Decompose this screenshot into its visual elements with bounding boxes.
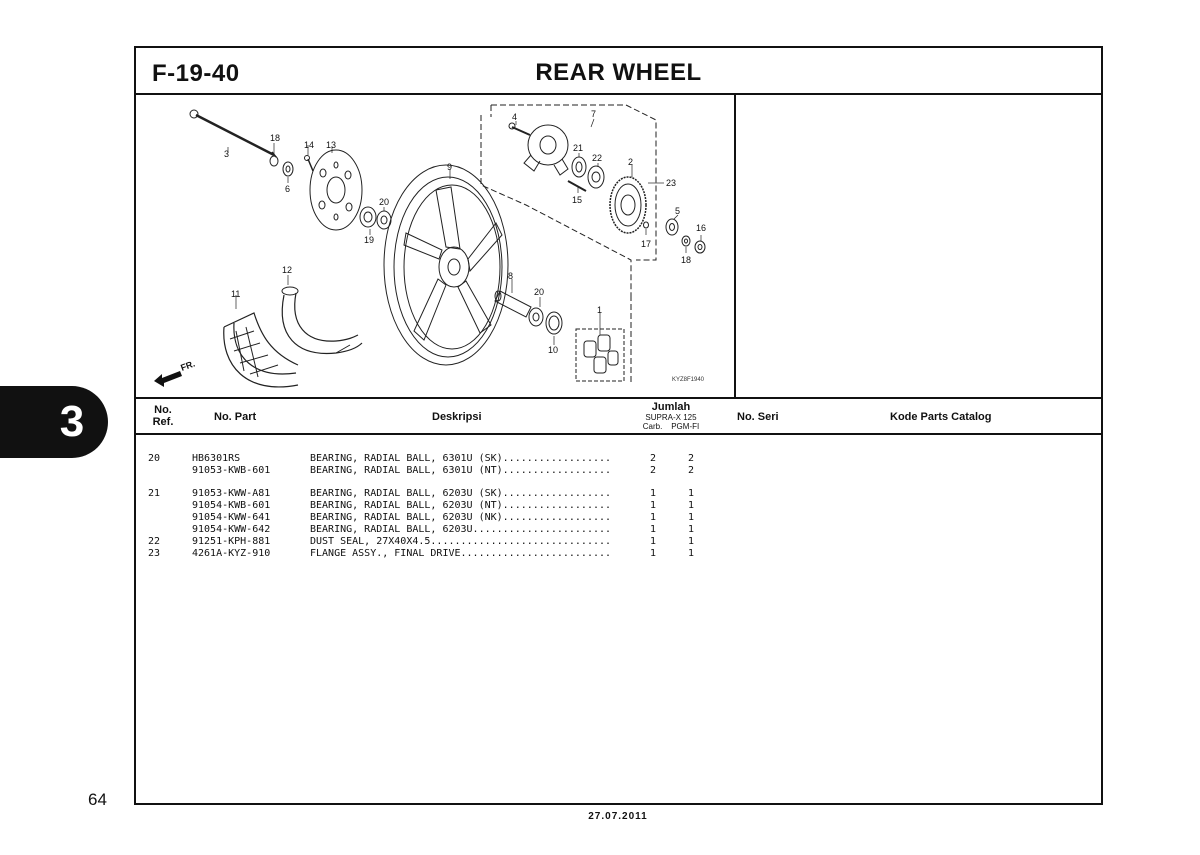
- callout-7: 7: [591, 109, 596, 119]
- front-direction-arrow-icon: FR.: [154, 359, 196, 387]
- parts-table-header: No. Ref. No. Part Deskripsi Jumlah SUPRA…: [136, 397, 1101, 435]
- ref-cell: 20: [148, 453, 161, 464]
- header-model: SUPRA-X 125: [645, 413, 697, 422]
- callout-2: 2: [628, 157, 633, 167]
- callout-15: 15: [572, 195, 582, 205]
- callout-18b: 18: [681, 255, 691, 265]
- qty-carb-cell: 1: [649, 548, 657, 559]
- catalog-page-frame: F-19-40 REAR WHEEL: [134, 46, 1103, 805]
- callout-4: 4: [512, 112, 517, 122]
- description-cell: BEARING, RADIAL BALL, 6203U (NT)........…: [310, 500, 612, 511]
- description-cell: DUST SEAL, 27X40X4.5....................…: [310, 536, 612, 547]
- description-cell: BEARING, RADIAL BALL, 6301U (NT)........…: [310, 465, 612, 476]
- header-jumlah-label: Jumlah: [651, 401, 691, 413]
- header-deskripsi: Deskripsi: [432, 411, 482, 423]
- qty-carb-cell: 1: [649, 536, 657, 547]
- part-number-cell: 91053-KWB-601: [192, 465, 271, 476]
- callout-11: 11: [231, 289, 240, 299]
- publication-date: 27.07.2011: [588, 811, 648, 822]
- header-no-part: No. Part: [214, 411, 257, 423]
- qty-pgmfi-cell: 1: [687, 500, 695, 511]
- callout-3: 3: [224, 149, 229, 159]
- part-number-cell: 91054-KWW-641: [192, 512, 271, 523]
- description-cell: BEARING, RADIAL BALL, 6203U.............…: [310, 524, 612, 535]
- callout-18a: 18: [270, 133, 280, 143]
- qty-pgmfi-cell: 1: [687, 548, 695, 559]
- callout-5: 5: [675, 206, 680, 216]
- header-variants: Carb. PGM-FI: [632, 422, 710, 432]
- callout-14: 14: [304, 140, 314, 150]
- qty-carb-cell: 1: [649, 524, 657, 535]
- callout-21: 21: [573, 143, 583, 153]
- ref-cell: 22: [148, 536, 161, 547]
- callout-19: 19: [364, 235, 374, 245]
- callout-9: 9: [447, 162, 452, 172]
- part-number-cell: 91054-KWB-601: [192, 500, 271, 511]
- header-no-ref: No. Ref.: [148, 404, 178, 428]
- callout-12: 12: [282, 265, 292, 275]
- part-number-cell: 91053-KWW-A81: [192, 488, 271, 499]
- qty-carb-cell: 1: [649, 512, 657, 523]
- front-direction-label: FR.: [179, 359, 196, 373]
- description-cell: BEARING, RADIAL BALL, 6203U (SK)........…: [310, 488, 612, 499]
- callout-20b: 20: [534, 287, 544, 297]
- exploded-diagram-drawing: FR. 3 18 14 13 6 20 19 9 12 11 8 20 10 1…: [154, 104, 706, 388]
- callout-17: 17: [641, 239, 651, 249]
- header-no-ref-line1: No.: [154, 404, 172, 416]
- description-cell: FLANGE ASSY., FINAL DRIVE...............…: [310, 548, 612, 559]
- qty-pgmfi-cell: 1: [687, 536, 695, 547]
- callout-8: 8: [508, 271, 513, 281]
- callout-22: 22: [592, 153, 602, 163]
- page-number: 64: [88, 790, 107, 809]
- qty-carb-cell: 2: [649, 465, 657, 476]
- header-jumlah: Jumlah SUPRA-X 125 Carb. PGM-FI: [632, 401, 710, 432]
- header-variant-pgmfi: PGM-FI: [671, 422, 700, 431]
- description-cell: BEARING, RADIAL BALL, 6301U (SK)........…: [310, 453, 612, 464]
- part-number-cell: HB6301RS: [192, 453, 241, 464]
- exploded-diagram: FR. 3 18 14 13 6 20 19 9 12 11 8 20 10 1…: [136, 95, 736, 397]
- diagram-code: KYZ8F1940: [672, 377, 705, 383]
- qty-pgmfi-cell: 2: [687, 453, 695, 464]
- section-title: REAR WHEEL: [535, 59, 702, 86]
- qty-carb-cell: 2: [649, 453, 657, 464]
- qty-pgmfi-cell: 1: [687, 524, 695, 535]
- callout-13: 13: [326, 140, 336, 150]
- header-no-seri: No. Seri: [737, 411, 779, 423]
- ref-cell: 23: [148, 548, 161, 559]
- part-number-cell: 91054-KWW-642: [192, 524, 271, 535]
- callout-16: 16: [696, 223, 706, 233]
- callout-1: 1: [597, 305, 602, 315]
- callout-6: 6: [285, 184, 290, 194]
- section-code: F-19-40: [152, 60, 240, 87]
- qty-pgmfi-cell: 1: [687, 512, 695, 523]
- description-cell: BEARING, RADIAL BALL, 6203U (NK)........…: [310, 512, 612, 523]
- qty-pgmfi-cell: 2: [687, 465, 695, 476]
- chapter-tab: 3: [0, 386, 108, 458]
- part-number-cell: 4261A-KYZ-910: [192, 548, 271, 559]
- callout-10: 10: [548, 345, 558, 355]
- chapter-number: 3: [59, 397, 85, 446]
- part-number-cell: 91251-KPH-881: [192, 536, 271, 547]
- callout-20a: 20: [379, 197, 389, 207]
- blank-panel: [738, 95, 1101, 397]
- header-kode-parts-catalog: Kode Parts Catalog: [890, 411, 992, 423]
- callout-23: 23: [666, 178, 676, 188]
- qty-carb-cell: 1: [649, 500, 657, 511]
- ref-cell: 21: [148, 488, 161, 499]
- header-variant-carb: Carb.: [642, 422, 663, 431]
- header-no-ref-line2: Ref.: [152, 416, 174, 428]
- title-bar: F-19-40 REAR WHEEL: [136, 48, 1101, 95]
- qty-pgmfi-cell: 1: [687, 488, 695, 499]
- qty-carb-cell: 1: [649, 488, 657, 499]
